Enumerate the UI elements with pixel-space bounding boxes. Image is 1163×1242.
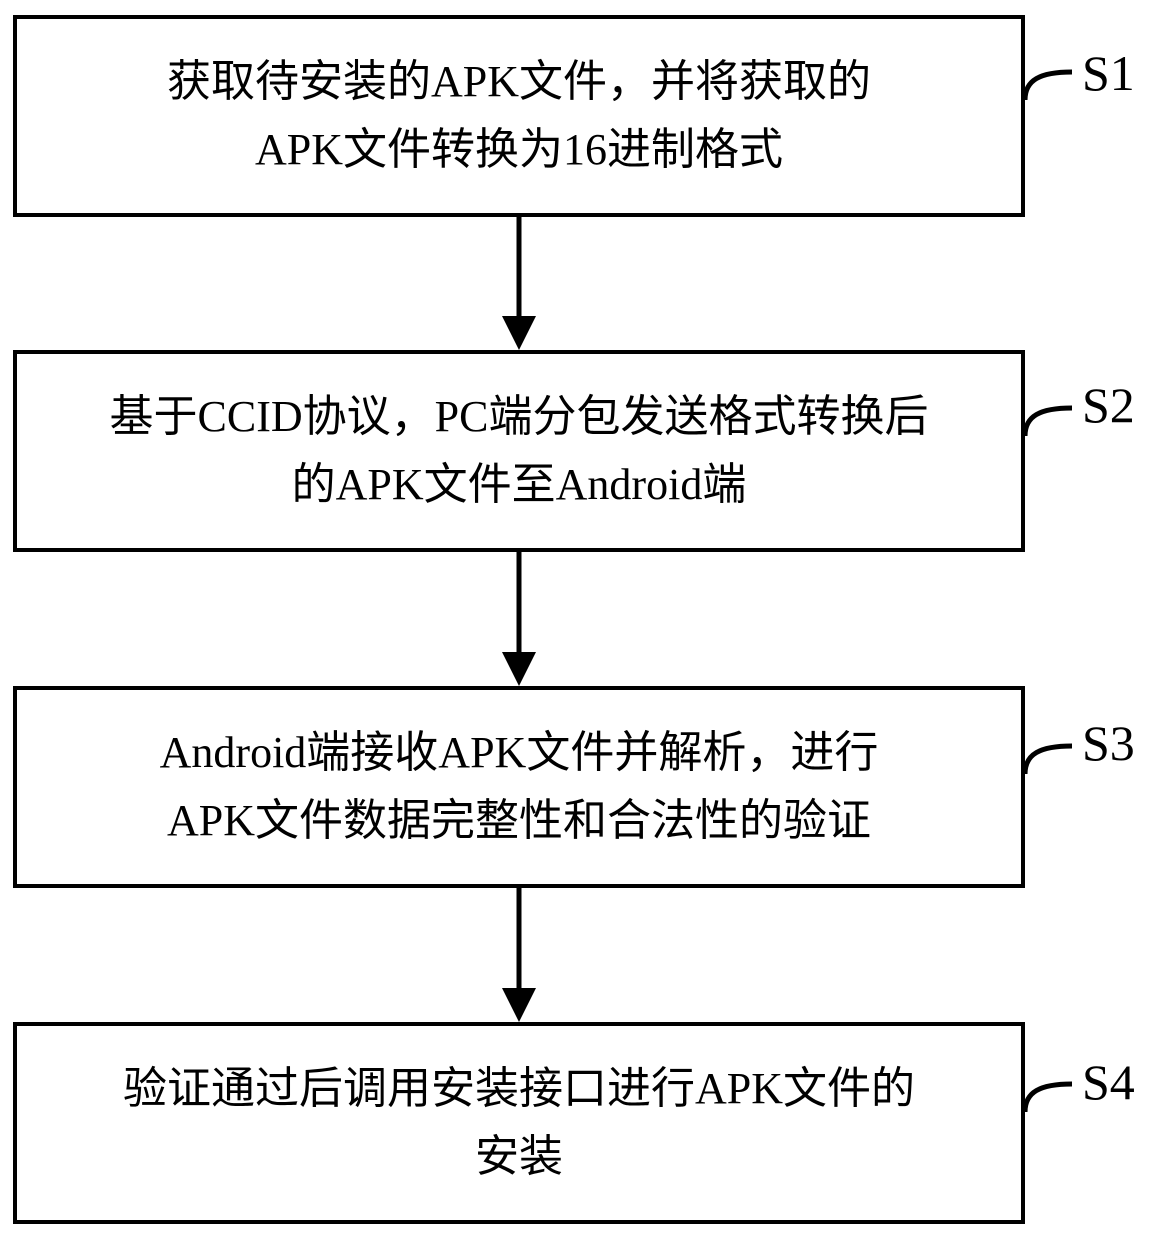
step-s4-line-1: 验证通过后调用安装接口进行APK文件的 — [122, 1064, 916, 1113]
arrow-head-icon — [502, 316, 536, 350]
step-s4-line-2: 安装 — [475, 1132, 563, 1181]
step-s3-line-1: Android端接收APK文件并解析，进行 — [159, 728, 879, 777]
step-label-s2: S2 — [1082, 377, 1135, 433]
arrow-s1-to-s2 — [502, 217, 536, 350]
step-s1-line-1: 获取待安装的APK文件，并将获取的 — [166, 57, 872, 106]
step-s2-line-2: 的APK文件至Android端 — [291, 460, 747, 509]
step-box-s2: 基于CCID协议，PC端分包发送格式转换后 的APK文件至Android端 — [13, 350, 1025, 552]
label-leader-s2 — [1022, 405, 1073, 437]
step-box-s4: 验证通过后调用安装接口进行APK文件的 安装 — [13, 1022, 1025, 1224]
step-s1-line-2: APK文件转换为16进制格式 — [254, 125, 784, 174]
step-box-s1: 获取待安装的APK文件，并将获取的 APK文件转换为16进制格式 — [13, 15, 1025, 217]
label-leader-s3 — [1022, 743, 1073, 775]
arrow-s2-to-s3 — [502, 552, 536, 686]
arrow-head-icon — [502, 988, 536, 1022]
step-s3-line-2: APK文件数据完整性和合法性的验证 — [166, 796, 872, 845]
arrow-s3-to-s4 — [502, 888, 536, 1022]
step-text-s2: 基于CCID协议，PC端分包发送格式转换后 的APK文件至Android端 — [102, 383, 937, 519]
step-text-s4: 验证通过后调用安装接口进行APK文件的 安装 — [115, 1055, 923, 1191]
step-box-s3: Android端接收APK文件并解析，进行 APK文件数据完整性和合法性的验证 — [13, 686, 1025, 888]
arrow-head-icon — [502, 652, 536, 686]
step-label-s4: S4 — [1082, 1054, 1135, 1110]
step-label-s3: S3 — [1082, 715, 1135, 771]
step-text-s1: 获取待安装的APK文件，并将获取的 APK文件转换为16进制格式 — [159, 48, 879, 184]
label-leader-s4 — [1022, 1081, 1073, 1113]
step-text-s3: Android端接收APK文件并解析，进行 APK文件数据完整性和合法性的验证 — [152, 719, 887, 855]
step-label-s1: S1 — [1082, 45, 1135, 101]
label-leader-s1 — [1022, 69, 1073, 101]
step-s2-line-1: 基于CCID协议，PC端分包发送格式转换后 — [109, 392, 929, 441]
